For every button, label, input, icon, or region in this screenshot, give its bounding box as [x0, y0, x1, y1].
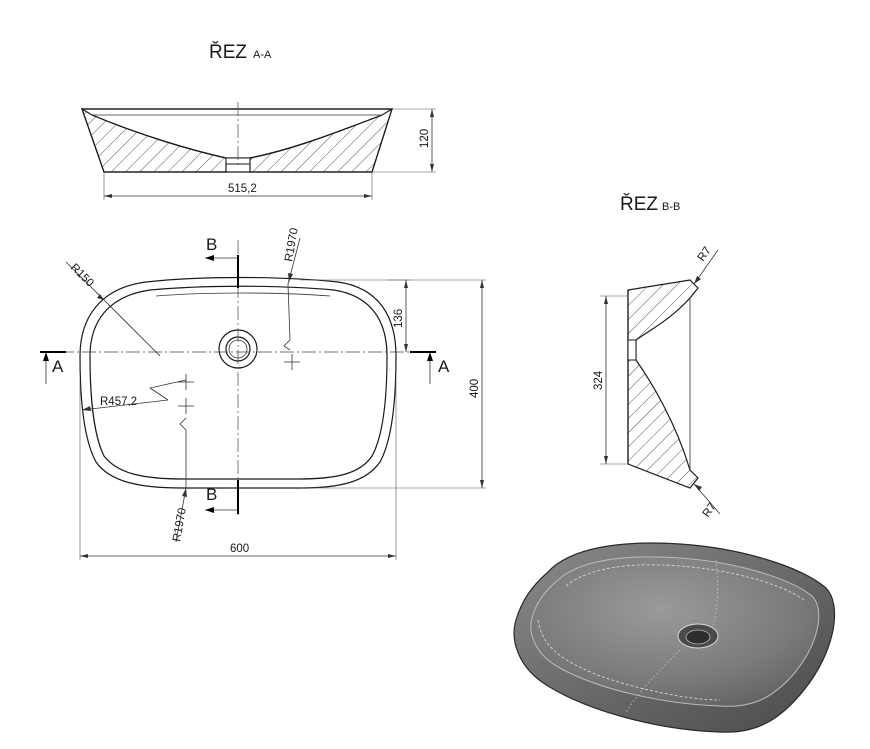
cut-label-a-left: A	[52, 357, 64, 376]
dim-top-height: 400	[469, 379, 481, 398]
top-view-inner-rim	[89, 285, 388, 480]
section-aa-hatch-left	[80, 107, 227, 173]
dim-bb-radius-bottom: R7	[701, 501, 719, 520]
section-bb: ŘEZ B-B R7 R7 324	[593, 193, 721, 520]
section-bb-suffix: B-B	[662, 201, 680, 213]
basin-render-bowl	[530, 556, 820, 707]
dim-top-width: 600	[230, 543, 249, 555]
dim-bb-height: 324	[593, 370, 605, 390]
dim-bb-radius-top: R7	[696, 245, 714, 264]
cut-label-b-top: B	[206, 235, 217, 254]
section-aa-title: ŘEZ	[209, 41, 247, 63]
dim-long-radius-top: R1970	[283, 227, 301, 262]
dim-long-radius-bottom: R1970	[171, 507, 189, 542]
dim-aa-width: 515,2	[228, 183, 257, 195]
section-aa-suffix: A-A	[253, 49, 272, 61]
section-bb-drain	[627, 339, 637, 361]
top-view-outer-rim	[79, 276, 397, 489]
cut-label-a-right: A	[438, 357, 450, 376]
section-bb-title: ŘEZ	[620, 193, 658, 215]
dim-drain-offset: 136	[393, 309, 405, 328]
cut-label-b-bottom: B	[206, 485, 217, 504]
section-bb-body	[627, 279, 699, 489]
dim-aa-height: 120	[419, 129, 431, 148]
section-aa-hatch-right	[249, 107, 394, 173]
dim-corner-radius: R150	[68, 262, 96, 290]
top-view: B B A A R150 R1970 R457,2 R	[40, 227, 486, 560]
dim-side-radius: R457,2	[100, 396, 137, 408]
basin-render	[513, 542, 836, 733]
section-aa: ŘEZ A-A 515,2 120	[80, 41, 436, 200]
